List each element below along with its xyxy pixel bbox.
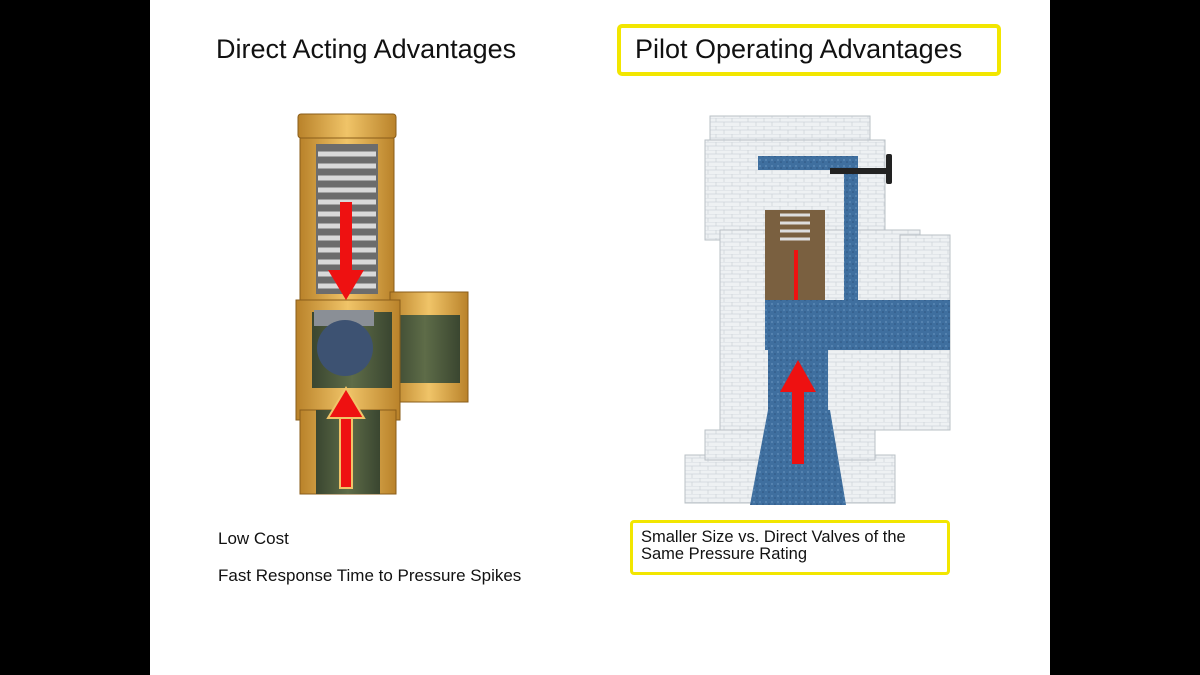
pilot-operating-title: Pilot Operating Advantages: [635, 34, 963, 64]
direct-acting-valve-cutaway: [295, 113, 469, 495]
pilot-advantage-highlight: [630, 520, 950, 575]
pilot-title-highlight: [617, 24, 1001, 76]
pilot-thin-arrow: [794, 250, 798, 300]
pilot-advantage-smaller-size: Smaller Size vs. Direct Valves of the Sa…: [641, 528, 906, 563]
flow-arrow-up: [780, 360, 816, 464]
direct-advantage-low-cost: Low Cost: [218, 529, 289, 548]
direct-advantage-fast-response: Fast Response Time to Pressure Spikes: [218, 566, 522, 585]
slide: Direct Acting Advantages Pilot Operating…: [150, 0, 1050, 675]
direct-acting-title: Direct Acting Advantages: [216, 34, 517, 64]
flow-arrow-up: [326, 386, 366, 489]
pilot-operated-valve-cutaway: [684, 115, 951, 505]
flow-arrow-down: [328, 202, 364, 300]
